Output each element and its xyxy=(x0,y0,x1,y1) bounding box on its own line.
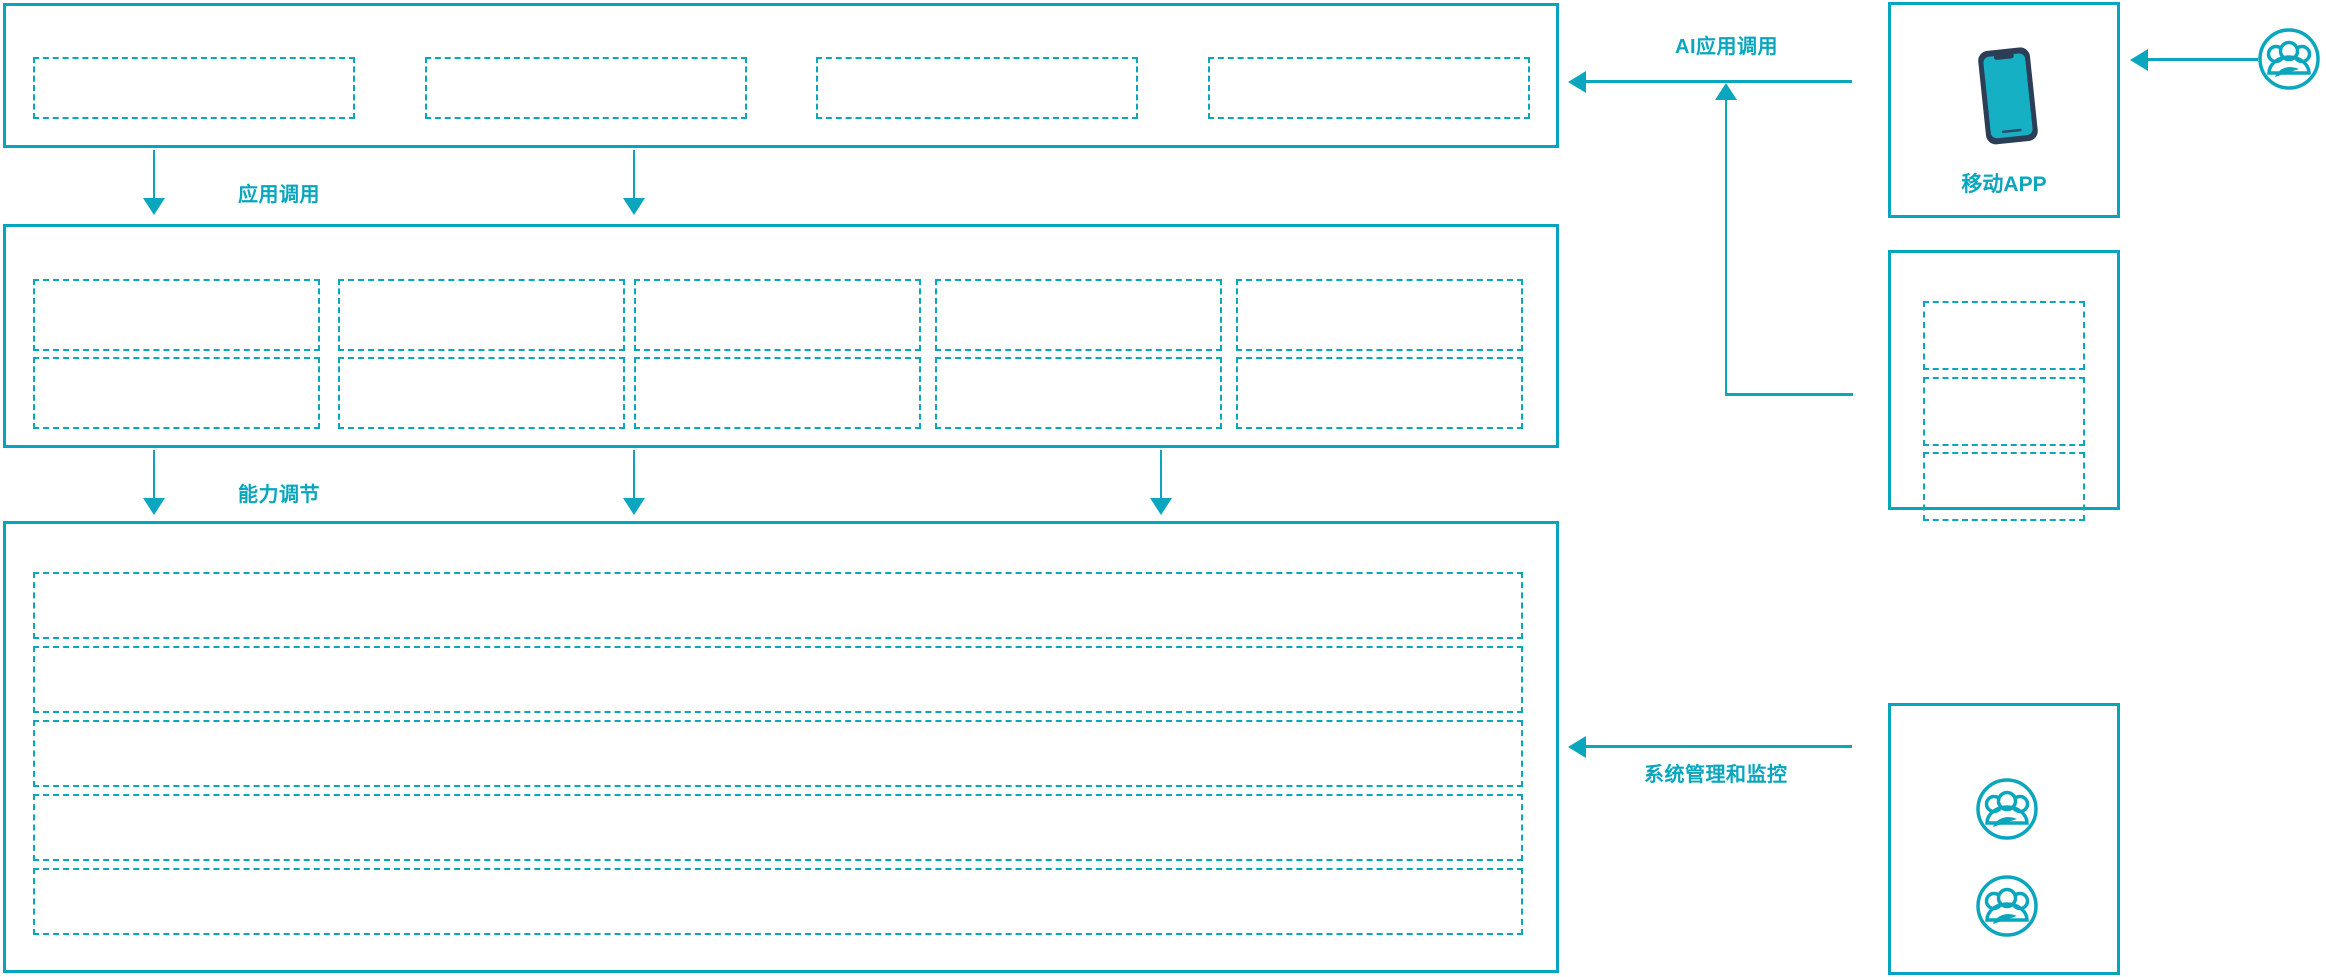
platform-slot-3[interactable] xyxy=(33,720,1523,787)
app-invoke-arrow-shaft-left xyxy=(153,150,155,200)
ai-app-invoke-riser-head xyxy=(1715,83,1737,100)
capability-adjust-arrow-shaft-2 xyxy=(633,450,635,500)
mobile-app-panel[interactable]: 移动APP xyxy=(1888,2,2120,218)
operations-panel[interactable] xyxy=(1888,703,2120,975)
capability-adjust-arrow-shaft-3 xyxy=(1160,450,1162,500)
mobile-app-panel-caption: 移动APP xyxy=(1961,173,2047,196)
app-invoke-arrow-head-left xyxy=(143,198,165,215)
capability-layer-container xyxy=(3,224,1559,448)
system-monitor-arrow-shaft xyxy=(1586,745,1852,748)
platform-slot-5[interactable] xyxy=(33,868,1523,935)
ai-app-invoke-riser-base xyxy=(1725,393,1853,396)
external-user-arrow-head xyxy=(2130,49,2148,71)
capability-slot-1[interactable] xyxy=(33,279,320,351)
application-slot-3[interactable] xyxy=(816,57,1138,119)
capability-slot-7[interactable] xyxy=(338,357,625,429)
channel-slot-2[interactable] xyxy=(1923,377,2085,446)
ai-app-invoke-arrow-head xyxy=(1568,71,1586,93)
flow-label-app-invoke: 应用调用 xyxy=(238,184,320,206)
capability-slot-4[interactable] xyxy=(935,279,1222,351)
user-group-icon-external-user xyxy=(2256,26,2322,92)
platform-slot-4[interactable] xyxy=(33,794,1523,861)
user-group-icon-operations-2 xyxy=(1974,873,2040,939)
ai-app-invoke-arrow-shaft xyxy=(1586,80,1852,83)
capability-slot-8[interactable] xyxy=(634,357,921,429)
system-monitor-arrow-head xyxy=(1568,736,1586,758)
capability-adjust-arrow-head-3 xyxy=(1150,498,1172,515)
capability-slot-2[interactable] xyxy=(338,279,625,351)
application-slot-1[interactable] xyxy=(33,57,355,119)
smartphone-icon xyxy=(1965,42,2049,150)
capability-adjust-arrow-head-2 xyxy=(623,498,645,515)
application-slot-4[interactable] xyxy=(1208,57,1530,119)
flow-label-ai-app-invoke: AI应用调用 xyxy=(1675,36,1778,58)
flow-label-capability-adjust: 能力调节 xyxy=(238,484,320,506)
capability-adjust-arrow-shaft-1 xyxy=(153,450,155,500)
capability-slot-10[interactable] xyxy=(1236,357,1523,429)
capability-adjust-arrow-head-1 xyxy=(143,498,165,515)
application-layer-container xyxy=(3,3,1559,148)
channel-slot-3[interactable] xyxy=(1923,452,2085,521)
external-user-arrow-shaft xyxy=(2148,58,2258,61)
channel-slot-1[interactable] xyxy=(1923,301,2085,370)
application-slot-2[interactable] xyxy=(425,57,747,119)
user-group-icon-operations-1 xyxy=(1974,776,2040,842)
platform-slot-2[interactable] xyxy=(33,646,1523,713)
channel-panel[interactable] xyxy=(1888,250,2120,510)
capability-slot-3[interactable] xyxy=(634,279,921,351)
capability-slot-6[interactable] xyxy=(33,357,320,429)
ai-app-invoke-riser-shaft xyxy=(1725,100,1727,395)
capability-slot-9[interactable] xyxy=(935,357,1222,429)
app-invoke-arrow-shaft-right xyxy=(633,150,635,200)
app-invoke-arrow-head-right xyxy=(623,198,645,215)
platform-slot-1[interactable] xyxy=(33,572,1523,639)
capability-slot-5[interactable] xyxy=(1236,279,1523,351)
flow-label-system-monitor: 系统管理和监控 xyxy=(1644,764,1788,786)
platform-layer-container xyxy=(3,521,1559,973)
